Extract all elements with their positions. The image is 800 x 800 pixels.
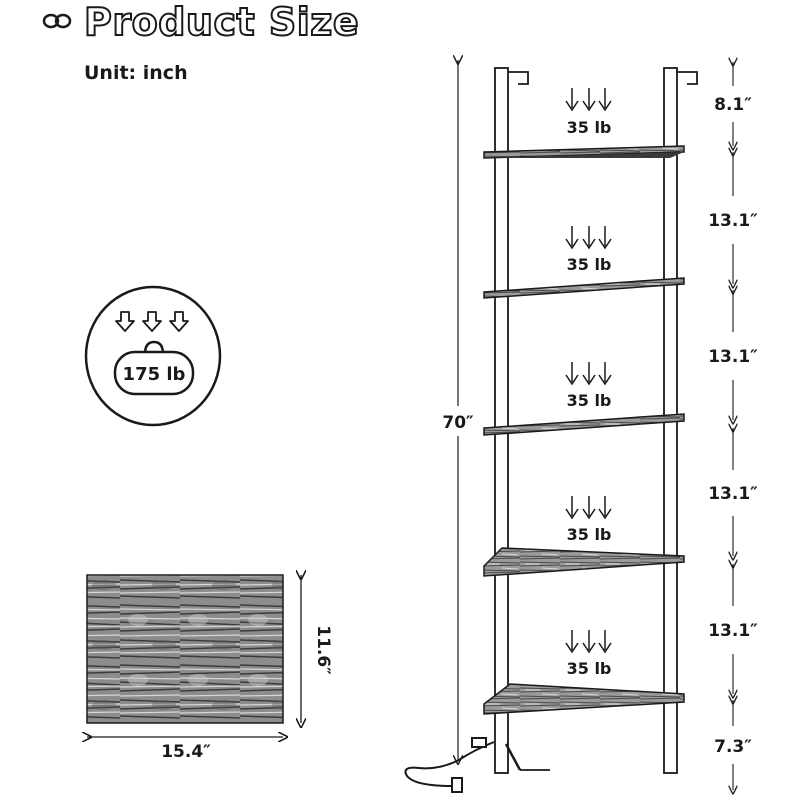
page-title: Product Size [83,0,360,45]
spacing-label: 8.1″ [714,95,752,115]
capacity-badge: 175 lb [84,285,222,427]
shelf-load-label: 35 lb [567,391,612,410]
shelf [483,413,685,436]
shelf [483,277,685,299]
weight-bag-icon [113,340,195,396]
capacity-total-label: 175 lb [123,364,186,385]
shelf-load: 35 lb [565,88,612,137]
down-arrows-icon [565,496,612,520]
down-arrows-icon [565,630,612,654]
down-arrows-icon [565,88,612,112]
shelf-load-label: 35 lb [567,659,612,678]
power-cord [404,737,495,793]
spacing-label: 13.1″ [708,484,758,504]
down-arrows-icon [115,311,189,332]
spacing-label: 13.1″ [708,211,758,231]
spacing-label: 7.3″ [714,737,752,757]
shelf-load: 35 lb [565,630,612,678]
chain-link-icon [42,13,72,29]
unit-label: Unit: inch [84,62,188,84]
shelf-depth-label: 11.6″ [313,625,333,675]
shelf-load: 35 lb [565,362,612,410]
shelf-load: 35 lb [565,226,612,274]
spacing-label: 13.1″ [708,621,758,641]
shelf-width-label: 15.4″ [161,742,211,762]
shelf-load-label: 35 lb [567,255,612,274]
total-height-label: 70″ [442,413,474,433]
shelf-load: 35 lb [565,496,612,544]
shelf-top-view: 11.6″ 15.4″ [87,575,333,762]
spacing-label: 13.1″ [708,347,758,367]
shelf-load-label: 35 lb [567,118,612,137]
total-height-dimension: 70″ [442,60,474,760]
shelf [483,145,685,159]
down-arrows-icon [565,226,612,250]
shelf [483,547,685,577]
shelf-load-label: 35 lb [567,525,612,544]
shelf [483,683,685,715]
down-arrows-icon [565,362,612,386]
